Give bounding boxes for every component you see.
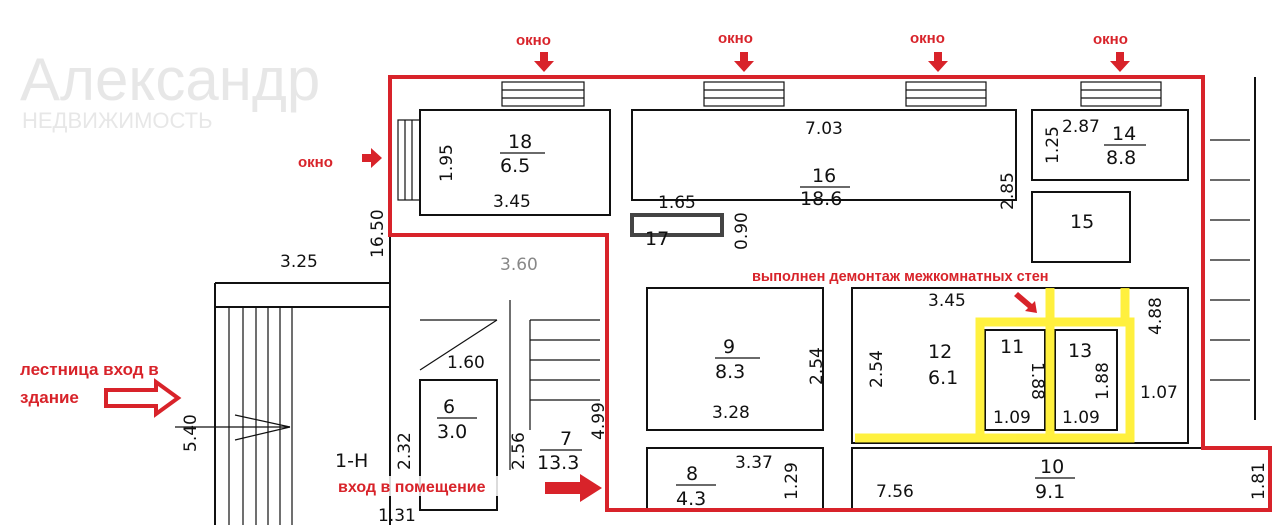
dimension: 2.87 xyxy=(1062,117,1100,137)
staircase xyxy=(175,139,1250,525)
stairs-annotation: лестница вход в здание xyxy=(20,360,182,418)
room-number: 8 xyxy=(686,463,698,485)
room-17-walls xyxy=(630,213,724,237)
room-area: 13.3 xyxy=(537,452,579,474)
room-6-walls xyxy=(419,379,498,511)
stairs-label-line1: лестница вход в xyxy=(20,360,159,379)
dimension: 1.65 xyxy=(658,193,696,213)
dimension: 1.88 xyxy=(1027,362,1047,400)
entrance-annotation: вход в помещение xyxy=(335,474,602,502)
room-area: 9.1 xyxy=(1035,481,1065,503)
dimension: 1.31 xyxy=(378,506,416,525)
dimension: 3.60 xyxy=(500,255,538,275)
room-area: 4.3 xyxy=(676,488,706,510)
dimension: 2.54 xyxy=(867,350,887,388)
window-label: окно xyxy=(298,154,333,171)
dimension: 5.40 xyxy=(181,414,201,452)
window-openings xyxy=(397,81,1162,201)
arrow-right-icon xyxy=(362,148,382,168)
dimension: 1.60 xyxy=(447,353,485,373)
window-label: окно xyxy=(718,30,753,47)
room-number: 13 xyxy=(1068,340,1092,362)
dimension: 2.85 xyxy=(998,172,1018,210)
room-number: 9 xyxy=(723,336,735,358)
dimension: 3.25 xyxy=(280,252,318,272)
dimension: 7.03 xyxy=(805,119,843,139)
dimension: 16.50 xyxy=(368,209,388,258)
room-13-walls xyxy=(1054,329,1118,431)
demolished-walls-highlight xyxy=(855,288,1135,443)
premises-outline xyxy=(388,75,1272,512)
dimension: 1.25 xyxy=(1043,126,1063,164)
unit-label: 1-H xyxy=(335,450,368,472)
window-label: окно xyxy=(910,30,945,47)
room-number: 17 xyxy=(645,228,669,250)
arrow-down-icon xyxy=(534,52,554,72)
dimension: 1.88 xyxy=(1093,362,1113,400)
room-9-walls xyxy=(646,287,824,431)
dimension: 7.56 xyxy=(876,482,914,502)
arrow-right-icon xyxy=(545,474,602,502)
dimension: 3.45 xyxy=(493,192,531,212)
room-12-walls xyxy=(851,287,1189,444)
window-annotations: окно окно окно окно окно xyxy=(298,30,1130,171)
room-number: 7 xyxy=(560,428,572,450)
room-number: 6 xyxy=(443,396,455,418)
demolition-label: выполнен демонтаж межкомнатных стен xyxy=(752,269,1049,285)
dimension: 1.09 xyxy=(1062,408,1100,428)
dimension: 2.56 xyxy=(509,432,529,470)
dimension: 4.88 xyxy=(1146,297,1166,335)
dimension: 1.07 xyxy=(1140,383,1178,403)
dimension: 2.54 xyxy=(807,347,827,385)
dimension: 1.81 xyxy=(1249,462,1269,500)
stairs-label-line2: здание xyxy=(20,388,79,407)
watermark-name: Александр xyxy=(20,46,320,113)
room-number: 11 xyxy=(1000,336,1024,358)
dimension-labels: 1.95 3.45 7.03 1.65 0.90 2.85 2.87 1.25 … xyxy=(181,117,1269,525)
arrow-down-icon xyxy=(928,52,948,72)
arrow-down-right-icon xyxy=(1014,292,1037,313)
dimension: 3.37 xyxy=(735,453,773,473)
arrow-down-icon xyxy=(1110,52,1130,72)
room-number: 16 xyxy=(812,165,836,187)
room-11-walls xyxy=(984,329,1046,431)
demolition-annotation: выполнен демонтаж межкомнатных стен xyxy=(748,263,1049,313)
entrance-label: вход в помещение xyxy=(338,479,486,496)
room-area: 8.3 xyxy=(715,361,745,383)
room-15-walls xyxy=(1031,191,1131,263)
room-number: 10 xyxy=(1040,456,1064,478)
room-area: 6.1 xyxy=(928,367,958,389)
dimension: 3.28 xyxy=(712,403,750,423)
room-number: 15 xyxy=(1070,211,1094,233)
room-area: 6.5 xyxy=(500,155,530,177)
window-label: окно xyxy=(1093,31,1128,48)
dimension: 2.32 xyxy=(395,432,415,470)
room-area: 8.8 xyxy=(1106,147,1136,169)
watermark-subtitle: НЕДВИЖИМОСТЬ xyxy=(22,108,213,133)
room-number: 14 xyxy=(1112,123,1136,145)
arrow-down-icon xyxy=(734,52,754,72)
room-area: 18.6 xyxy=(800,188,842,210)
dimension: 4.99 xyxy=(589,402,609,440)
dimension: 0.90 xyxy=(732,212,752,250)
window-label: окно xyxy=(516,32,551,49)
room-number: 12 xyxy=(928,341,952,363)
dimension: 1.95 xyxy=(437,144,457,182)
room-16-walls xyxy=(631,109,1017,201)
dimension: 1.29 xyxy=(782,462,802,500)
room-14-walls xyxy=(1031,109,1189,181)
dimension: 3.45 xyxy=(928,291,966,311)
room-area: 3.0 xyxy=(437,421,467,443)
dimension: 1.09 xyxy=(993,408,1031,428)
arrow-right-icon xyxy=(104,378,182,418)
room-number: 18 xyxy=(508,131,532,153)
